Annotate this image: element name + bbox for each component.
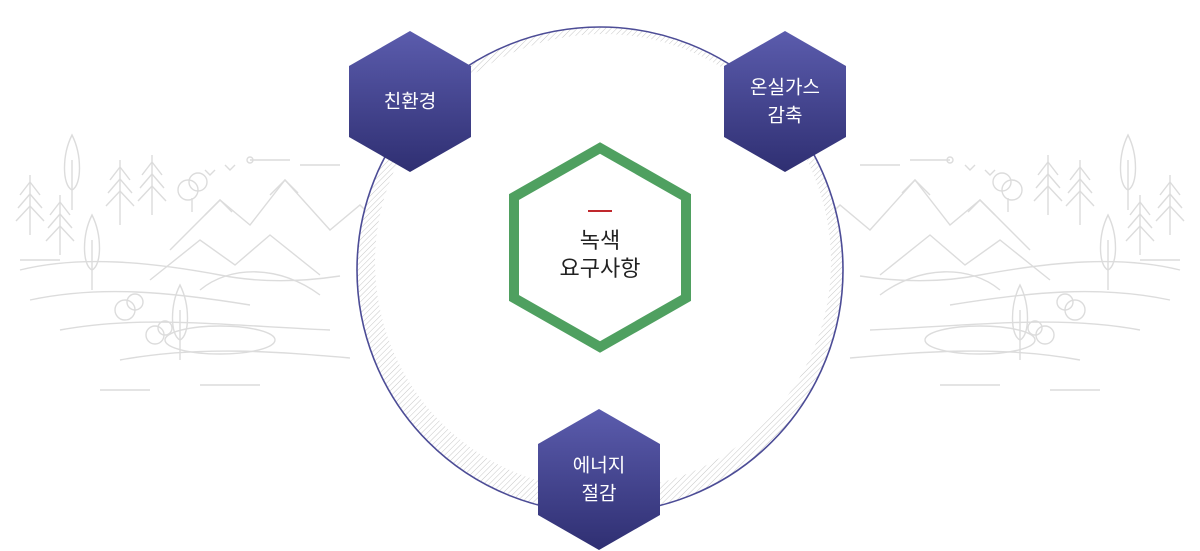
node-greenhouse-gas: 온실가스 감축 bbox=[724, 31, 846, 172]
center-hexagon: 녹색 요구사항 bbox=[509, 142, 691, 353]
node-eco-label: 친환경 bbox=[384, 91, 436, 113]
node-energy-label-line2: 절감 bbox=[582, 483, 617, 505]
node-energy: 에너지 절감 bbox=[538, 409, 660, 550]
node-greenhouse-gas-label-line1: 온실가스 bbox=[750, 77, 820, 99]
node-greenhouse-gas-label-line2: 감축 bbox=[768, 105, 803, 127]
node-energy-label-line1: 에너지 bbox=[573, 455, 625, 477]
center-label-line2: 요구사항 bbox=[560, 257, 641, 282]
center-label-line1: 녹색 bbox=[580, 229, 620, 254]
node-eco: 친환경 bbox=[349, 31, 471, 172]
